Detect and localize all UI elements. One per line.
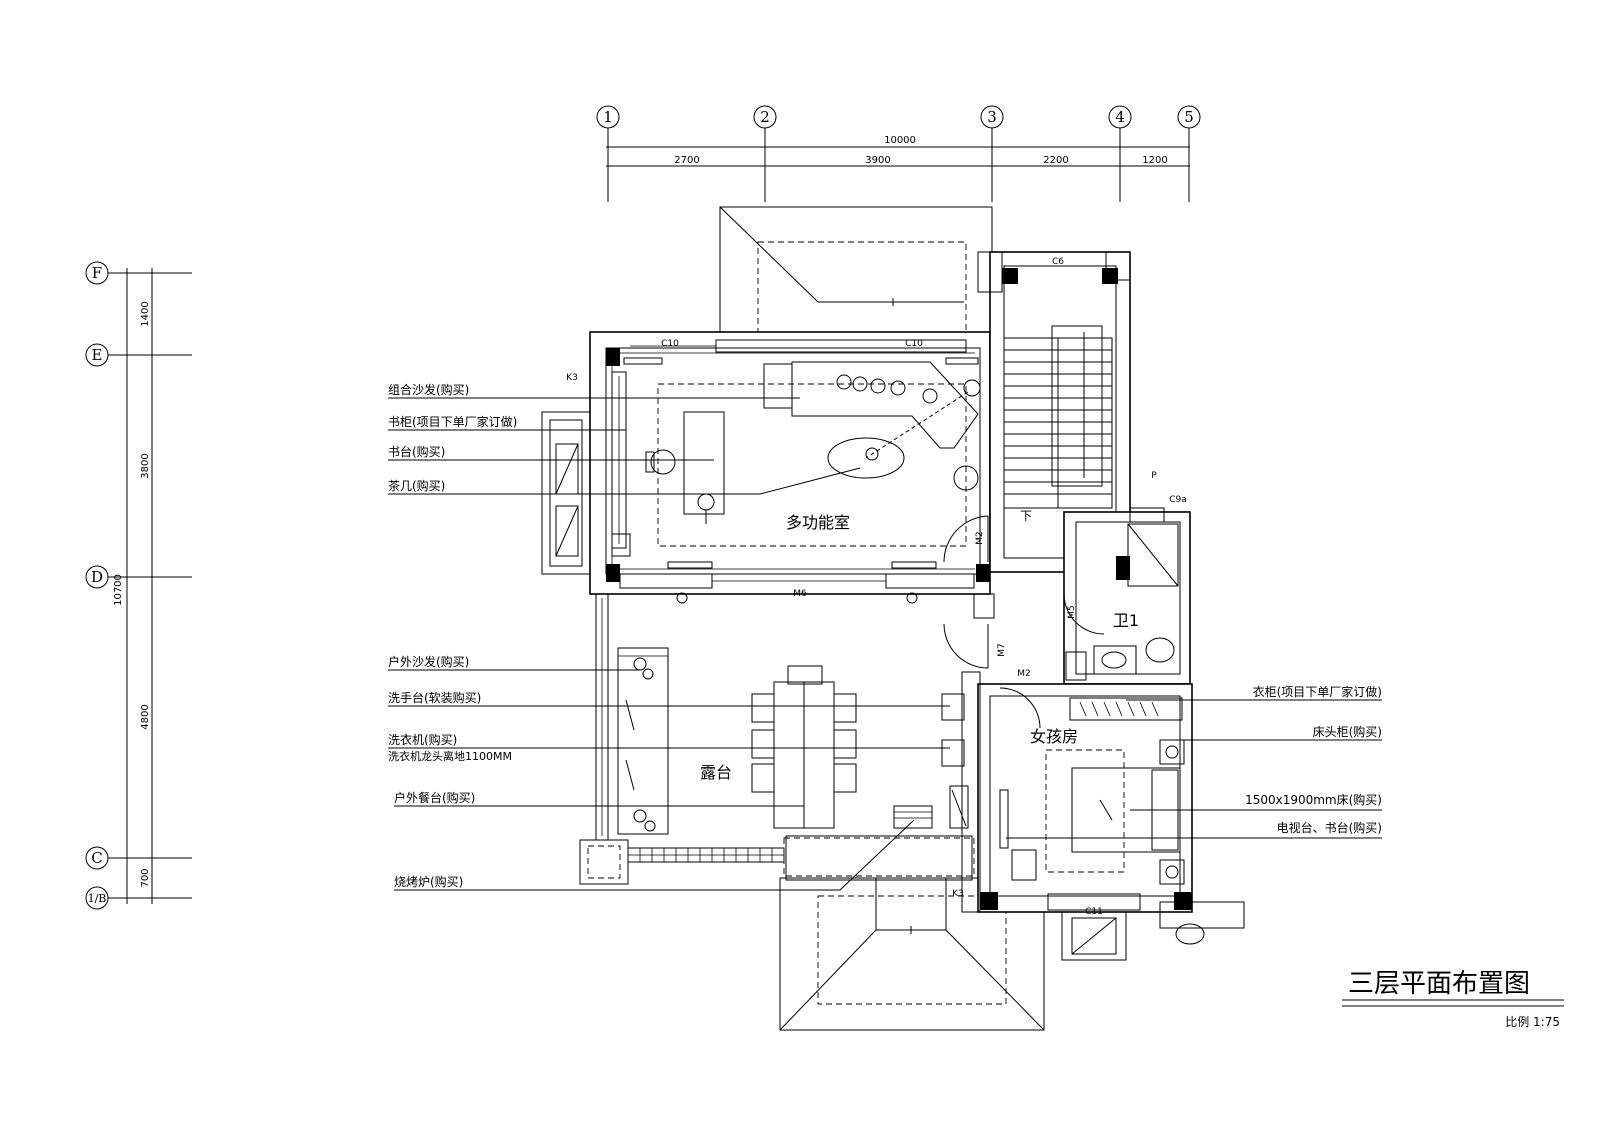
bath-vanity: [1093, 645, 1137, 675]
axis-label-5: 5: [1184, 108, 1194, 126]
callout-bbq: 烧烤炉(购买): [394, 874, 463, 889]
axis-bubble-1b: [85, 886, 109, 910]
wardrobe: [1069, 697, 1183, 721]
axis-bubble-e: [85, 343, 109, 367]
axis-bubble-5: [1177, 105, 1201, 129]
axis-label-f: F: [92, 264, 102, 282]
terrace-furniture: [617, 623, 989, 835]
dim-span-4-5: 1200: [1142, 155, 1167, 166]
tag-m2-upper: M2: [975, 531, 985, 545]
callout-combo-sofa: 组合沙发(购买): [388, 382, 469, 397]
callout-tv-desk: 电视台、书台(购买): [1277, 820, 1382, 835]
dim-span-f-e: 1400: [140, 301, 151, 326]
axis-bubble-3: [980, 105, 1004, 129]
title-block: 三层平面布置图 比例 1:75: [1342, 969, 1564, 1029]
left-callouts: 组合沙发(购买) 书柜(项目下单厂家订做) 书台(购买) 茶几(购买) 户外沙发…: [388, 382, 950, 891]
drawing-scale: 比例 1:75: [1505, 1015, 1560, 1029]
dim-total-left: 10700: [113, 574, 124, 606]
callout-bed: 1500x1900mm床(购买): [1245, 792, 1382, 807]
top-axis-dimensions: 10000 2700 3900 2200 1200 1 2 3 4 5: [596, 105, 1201, 202]
rug-outline: [657, 383, 967, 547]
left-axis-dimensions: 10700 1400 3800 4800 700 F E D C 1/B: [85, 261, 192, 910]
nightstand-bottom: [1159, 859, 1185, 885]
axis-bubble-2: [753, 105, 777, 129]
room-label-terrace: 露台: [700, 763, 732, 782]
axis-label-d: D: [91, 568, 103, 586]
axis-bubble-f: [85, 261, 109, 285]
axis-label-c: C: [91, 849, 102, 867]
tag-k3-bottom: K3: [952, 889, 964, 899]
outdoor-sofa: [617, 647, 669, 835]
tag-p: P: [1151, 471, 1157, 481]
coffee-table: [827, 437, 905, 479]
washing-machine: [941, 739, 965, 767]
callout-outdoor-dining: 户外餐台(购买): [394, 790, 475, 805]
axis-label-1: 1: [603, 108, 613, 126]
tag-c6: C6: [1052, 257, 1064, 267]
desk-chair: [650, 449, 676, 475]
tag-c10-left: C10: [661, 339, 679, 349]
drawing-title: 三层平面布置图: [1348, 969, 1530, 999]
tag-m6: M6: [793, 589, 807, 599]
tv-desk: [999, 789, 1009, 849]
callout-bookcase: 书柜(项目下单厂家订做): [388, 414, 517, 429]
tag-m7: M7: [997, 643, 1007, 657]
tag-k3-top: K3: [566, 373, 578, 383]
bath-outer-wall: [1063, 511, 1191, 685]
dim-span-d-c: 4800: [140, 704, 151, 729]
tag-c9a: C9a: [1169, 495, 1187, 505]
room-label-multi: 多功能室: [786, 513, 850, 532]
axis-label-1b: 1/B: [88, 892, 107, 905]
room-label-bath: 卫1: [1113, 611, 1139, 630]
stair-down-label: 下: [1020, 509, 1032, 523]
roof-bottom: [779, 835, 1045, 1031]
axis-label-3: 3: [987, 108, 997, 126]
room-label-girl: 女孩房: [1030, 727, 1078, 746]
axis-bubble-1: [596, 105, 620, 129]
dim-span-2-3: 3900: [865, 155, 890, 166]
axis-bubble-4: [1108, 105, 1132, 129]
callout-outdoor-sofa: 户外沙发(购买): [388, 654, 469, 669]
dim-span-1-2: 2700: [674, 155, 699, 166]
tag-c10-right: C10: [905, 339, 923, 349]
tag-m5: M5: [1067, 605, 1077, 619]
bath-furniture: [1063, 523, 1179, 681]
callout-desk: 书台(购买): [388, 444, 445, 459]
axis-label-4: 4: [1115, 108, 1125, 126]
callout-washing-machine: 洗衣机(购买): [388, 732, 457, 747]
side-table: [953, 465, 979, 491]
axis-bubble-d: [85, 565, 109, 589]
sectional-sofa: [791, 361, 979, 449]
callout-wardrobe: 衣柜(项目下单厂家订做): [1253, 684, 1382, 699]
stair-treads: [1003, 325, 1113, 509]
right-callouts: 衣柜(项目下单厂家订做) 床头柜(购买) 1500x1900mm床(购买) 电视…: [1006, 684, 1382, 839]
toilet: [1145, 637, 1175, 663]
axis-label-e: E: [92, 346, 103, 364]
tag-m2-lower: M2: [1017, 669, 1031, 679]
callout-coffee-table: 茶几(购买): [388, 478, 445, 493]
desk: [683, 411, 725, 515]
bbq-grill: [893, 805, 933, 829]
dim-span-c-b: 700: [140, 868, 151, 887]
dim-total-top: 10000: [884, 135, 916, 146]
multi-room-outer-wall: [589, 331, 991, 595]
callout-nightstand: 床头柜(购买): [1313, 724, 1382, 739]
callout-washer-faucet-height: 洗衣机龙头离地1100MM: [388, 749, 512, 763]
tag-c11: C11: [1085, 907, 1103, 917]
wash-basin: [941, 693, 965, 721]
callout-wash-basin: 洗手台(软装购买): [388, 690, 481, 705]
dim-span-3-4: 2200: [1043, 155, 1068, 166]
axis-label-2: 2: [760, 108, 770, 126]
axis-bubble-c: [85, 846, 109, 870]
girl-room-outer-wall: [977, 683, 1193, 913]
dim-span-e-d: 3800: [140, 453, 151, 478]
